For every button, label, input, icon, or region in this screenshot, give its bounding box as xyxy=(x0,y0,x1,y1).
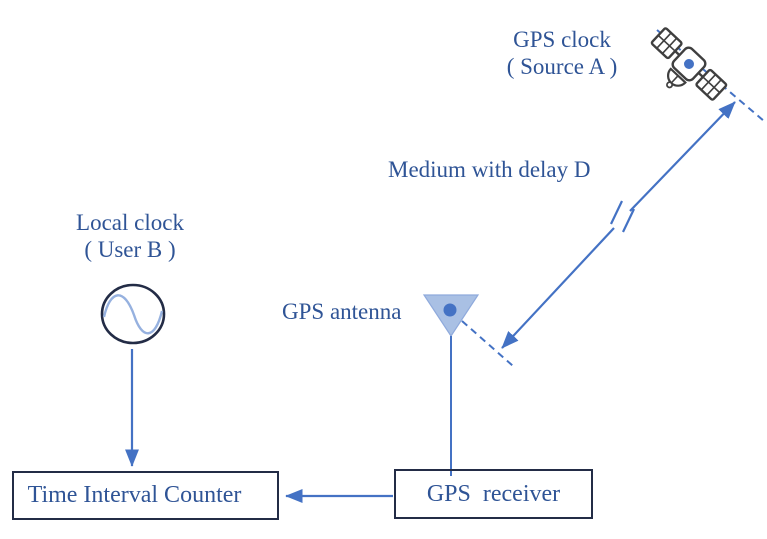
local-clock-label-line1: Local clock xyxy=(76,210,184,235)
signal-path-double-arrow xyxy=(501,101,736,349)
antenna-feed-dot xyxy=(443,303,457,317)
gps-clock-label: GPS clock ( Source A ) xyxy=(462,26,662,80)
time-interval-counter-box: Time Interval Counter xyxy=(12,471,279,520)
local-clock-label-line2: ( User B ) xyxy=(84,237,176,262)
gps-receiver-label: GPS receiver xyxy=(426,480,561,507)
satellite-dish xyxy=(666,67,687,89)
gps-receiver-box: GPS receiver xyxy=(394,469,593,519)
transmission-delay-break-icon xyxy=(610,200,635,233)
antenna-boresight-dashed-line xyxy=(452,312,514,367)
sine-wave xyxy=(102,294,164,335)
antenna-triangle-icon xyxy=(422,294,480,338)
gps-clock-label-line1: GPS clock xyxy=(513,27,611,52)
local-clock-label: Local clock ( User B ) xyxy=(30,209,230,263)
satellite-icon xyxy=(650,27,728,101)
time-interval-counter-label: Time Interval Counter xyxy=(27,482,242,508)
gps-antenna-label: GPS antenna xyxy=(282,299,402,324)
satellite-body-dot xyxy=(684,59,694,69)
medium-delay-label: Medium with delay D xyxy=(388,157,591,182)
gps-clock-label-line2: ( Source A ) xyxy=(506,54,618,79)
sine-wave-clock-icon xyxy=(100,283,166,345)
